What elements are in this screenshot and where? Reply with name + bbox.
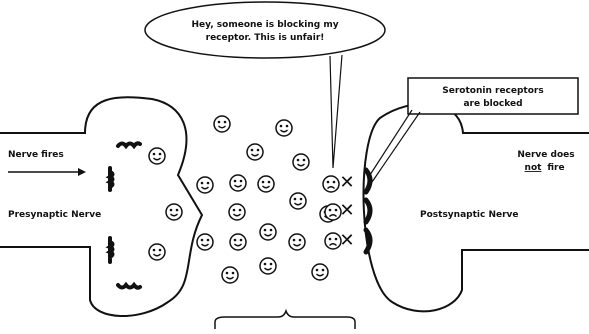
sad-molecule [324,203,342,221]
transporter-mark [105,236,115,264]
serotonin-molecule [148,147,166,165]
presynaptic-nerve-outline [0,96,204,318]
blocker-x: ✕ [339,200,354,221]
serotonin-molecule [259,257,277,275]
fire-label: fire [547,163,564,173]
transporter-mark [116,141,142,150]
speech-bubble-tail [329,54,343,169]
speech-bubble-line1: Hey, someone is blocking my [191,20,338,30]
nerve-fires-label: Nerve fires [8,150,64,160]
transporter-mark [105,166,115,192]
serotonin-molecule [221,266,239,284]
not-label: not [525,163,543,173]
receptor [363,167,373,195]
callout-box [407,77,579,115]
serotonin-molecule [289,192,307,210]
presynaptic-transporters [105,141,142,290]
speech-bubble-line2: receptor. This is unfair! [206,33,325,43]
sad-molecule [324,232,342,250]
callout-line2: are blocked [463,99,522,109]
serotonin-molecule [311,263,329,281]
callout-line1: Serotonin receptors [442,86,543,96]
postsynaptic-nerve-outline [362,102,589,313]
serotonin-molecule [288,233,306,251]
serotonin-molecule [292,153,310,171]
serotonin-callout: Serotonin receptors are blocked [367,77,579,183]
sad-molecule [322,175,340,193]
blocker-x: ✕ [339,230,354,251]
serotonin-molecules [148,115,342,284]
transporter-mark [116,281,142,290]
speech-bubble: Hey, someone is blocking my receptor. Th… [144,1,386,169]
receptor-blockers: ✕ ✕ ✕ [339,172,354,251]
speech-bubble-ellipse [144,1,386,59]
serotonin-receptors [363,167,373,255]
serotonin-molecule [196,233,214,251]
serotonin-molecule [259,223,277,241]
nerve-fires-arrowhead [78,168,86,176]
serotonin-molecule [228,203,246,221]
postsynaptic-label: Postsynaptic Nerve [420,210,519,220]
receptor [363,227,373,255]
serotonin-molecule [229,233,247,251]
serotonin-molecule [148,243,166,261]
serotonin-molecule [213,115,231,133]
callout-pointer [371,111,421,183]
serotonin-molecule [229,174,247,192]
serotonin-molecule [275,119,293,137]
receptor [363,197,373,225]
serotonin-molecule [196,176,214,194]
serotonin-molecule [257,175,275,193]
synaptic-cleft-brace [214,308,356,329]
serotonin-molecule [246,143,264,161]
callout-pointer [367,109,413,179]
presynaptic-label: Presynaptic Nerve [8,210,101,220]
blocker-x: ✕ [339,172,354,193]
serotonin-molecule [165,203,183,221]
nerve-does-label: Nerve does [517,150,574,160]
